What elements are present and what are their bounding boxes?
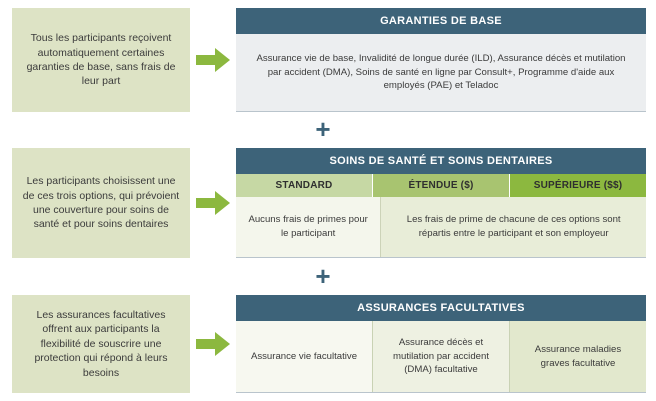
panel-body-base: Assurance vie de base, Invalidité de lon… (236, 34, 646, 111)
arrow-health (190, 148, 236, 258)
description-text-optional: Les assurances facultatives offrent aux … (34, 308, 168, 379)
panel-body-text-base: Assurance vie de base, Invalidité de lon… (256, 52, 626, 92)
section-base-guarantees: Tous les participants reçoivent automati… (0, 8, 656, 112)
description-text-health: Les participants choisissent une de ces … (22, 175, 180, 231)
tier-header-standard[interactable]: STANDARD (236, 174, 373, 197)
description-box-health: Les participants choisissent une de ces … (12, 148, 190, 258)
panel-header-health: SOINS DE SANTÉ ET SOINS DENTAIRES (236, 148, 646, 174)
description-text-base: Tous les participants reçoivent automati… (26, 32, 176, 88)
right-arrow-icon (196, 191, 230, 215)
description-box-optional: Les assurances facultatives offrent aux … (12, 295, 190, 393)
panel-header-base: GARANTIES DE BASE (236, 8, 646, 34)
arrow-optional (190, 295, 236, 393)
description-box-base: Tous les participants reçoivent automati… (12, 8, 190, 112)
section-optional-insurance: Les assurances facultatives offrent aux … (0, 295, 656, 393)
tier-header-row: STANDARD ÉTENDUE ($) SUPÉRIEURE ($$) (236, 174, 646, 197)
section-health-dental: Les participants choisissent une de ces … (0, 148, 656, 258)
tier-header-superieure[interactable]: SUPÉRIEURE ($$) (510, 174, 646, 197)
right-arrow-icon (196, 48, 230, 72)
panel-header-optional: ASSURANCES FACULTATIVES (236, 295, 646, 321)
panel-optional-insurance: ASSURANCES FACULTATIVES Assurance vie fa… (236, 295, 646, 393)
tier-body-row: Aucuns frais de primes pour le participa… (236, 197, 646, 257)
right-arrow-icon (196, 332, 230, 356)
tier-cell-shared-premium: Les frais de prime de chacune de ces opt… (381, 197, 646, 257)
tier-header-etendue[interactable]: ÉTENDUE ($) (373, 174, 510, 197)
option-cell-critical-illness: Assurance maladies graves facultative (510, 321, 646, 392)
tier-cell-standard: Aucuns frais de primes pour le participa… (236, 197, 382, 257)
panel-health-dental: SOINS DE SANTÉ ET SOINS DENTAIRES STANDA… (236, 148, 646, 258)
option-cell-life: Assurance vie facultative (236, 321, 373, 392)
arrow-base (190, 8, 236, 112)
panel-base-guarantees: GARANTIES DE BASE Assurance vie de base,… (236, 8, 646, 112)
optional-options-row: Assurance vie facultative Assurance décè… (236, 321, 646, 392)
option-cell-ad-d: Assurance décès et mutilation par accide… (373, 321, 510, 392)
plus-connector-2: + (315, 261, 331, 291)
plus-connector-1: + (315, 114, 331, 144)
